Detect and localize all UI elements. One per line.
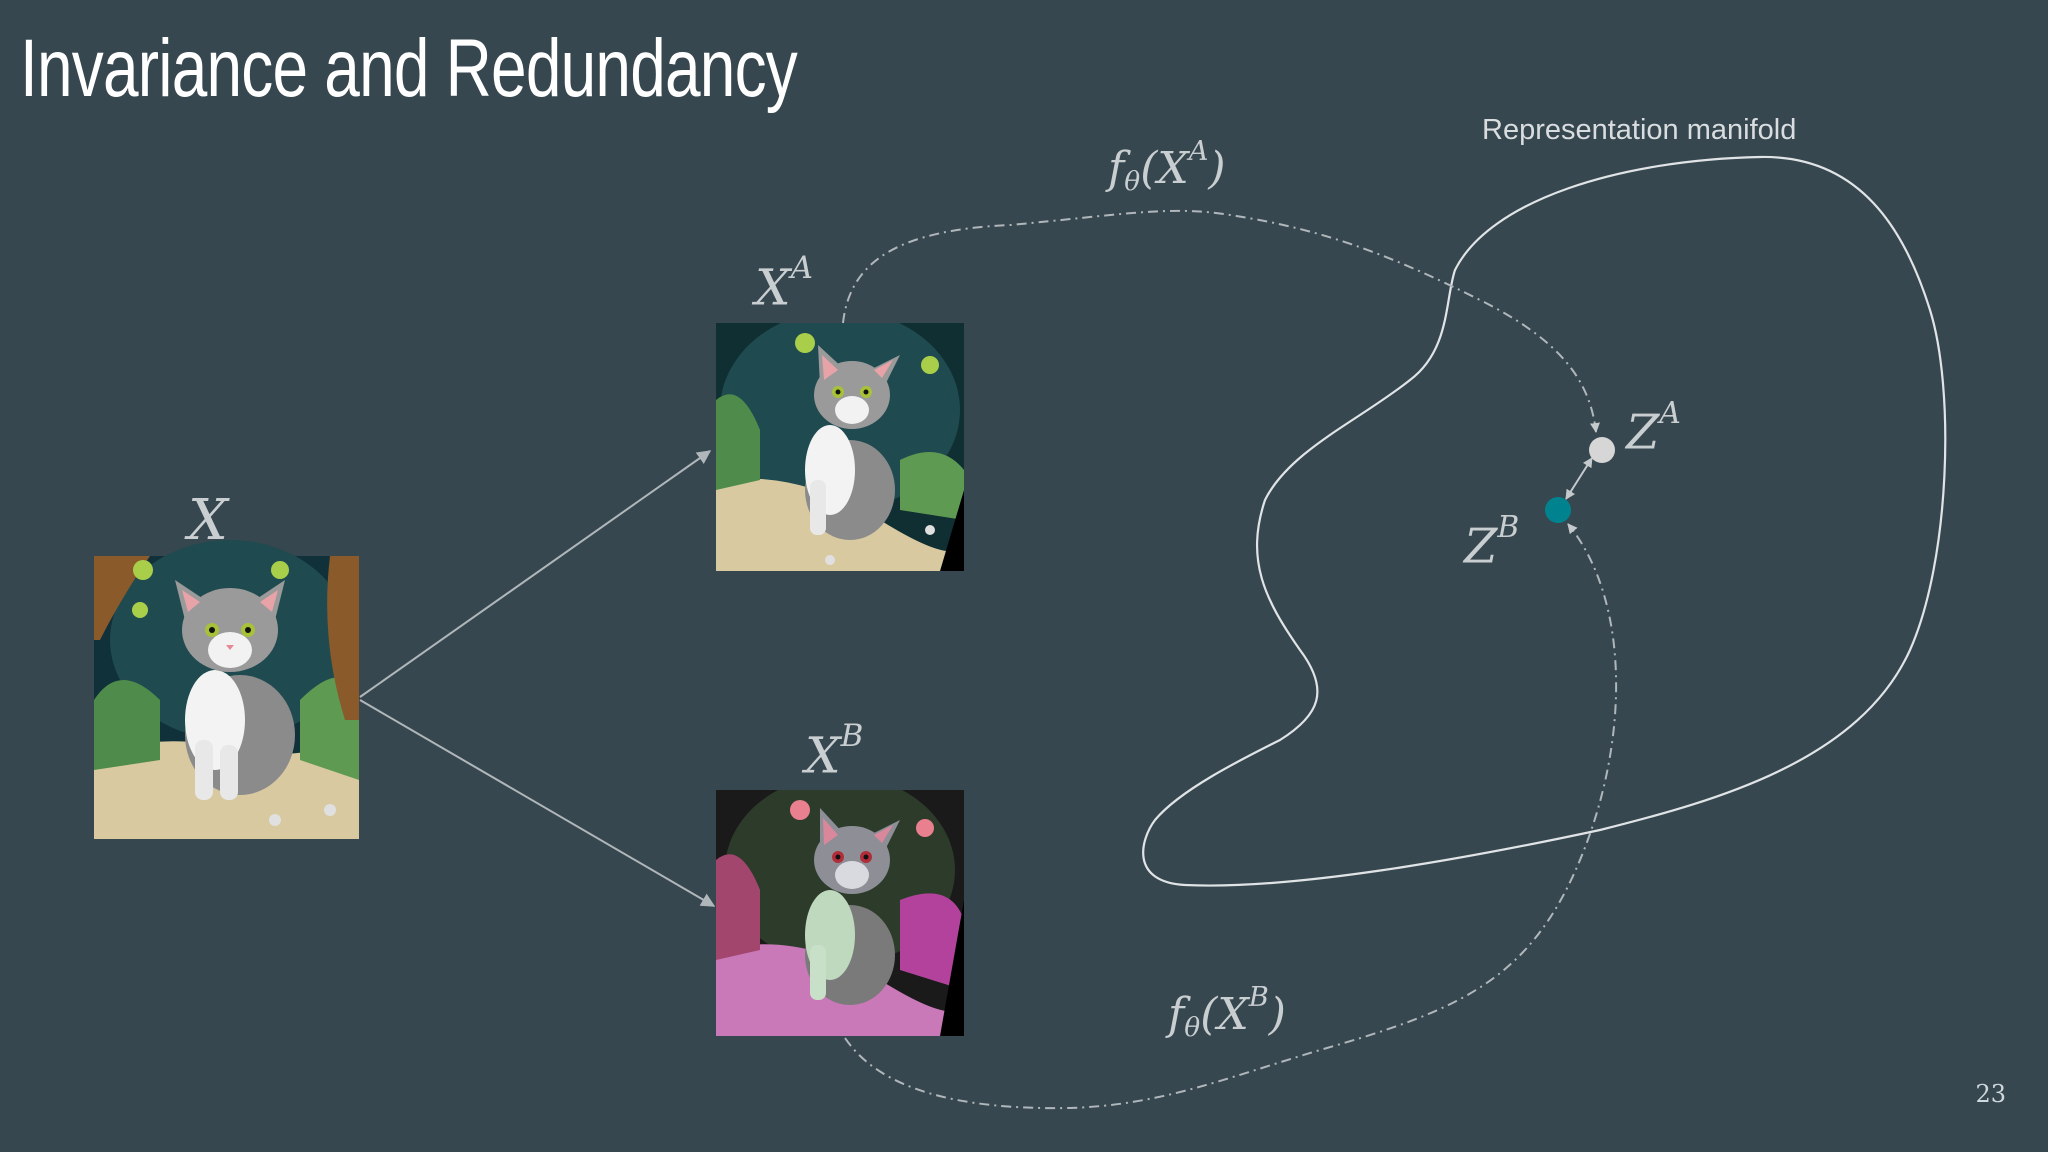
label-fa: fθ(XA) [1108,136,1226,197]
label-fb-f: f [1168,989,1185,1041]
representation-manifold-outline [1142,155,1947,887]
page-number: 23 [1975,1080,2006,1108]
label-fa-open: (X [1140,143,1189,195]
label-fa-sup: A [1188,136,1209,167]
augment-arrow-b [359,699,716,907]
slide-title: Invariance and Redundancy [20,23,798,114]
label-xb: XB [805,718,863,784]
label-x-text: X [188,488,228,553]
label-fa-f: f [1108,143,1125,195]
view-b-cat-image [716,790,964,1036]
label-zb-sup: B [1497,510,1520,545]
za-zb-link [1565,457,1593,500]
label-za-base: Z [1626,404,1660,461]
label-fb-sub: θ [1184,1011,1201,1043]
za-point [1589,437,1615,463]
label-fb-open: (X [1200,989,1249,1041]
label-fb: fθ(XB) [1168,982,1286,1043]
label-za: ZA [1626,396,1681,460]
label-fa-sub: θ [1124,165,1141,197]
label-xb-sup: B [840,718,864,754]
label-zb-base: Z [1464,518,1498,575]
manifold-label: Representation manifold [1482,114,1797,146]
zb-point [1545,497,1571,523]
label-xa: XA [755,250,813,316]
label-fb-close: ) [1268,989,1286,1041]
label-xa-base: X [755,258,791,317]
label-x: X [188,488,228,553]
label-za-sup: A [1659,396,1681,431]
label-fb-sup: B [1248,982,1269,1013]
label-zb: ZB [1464,510,1519,574]
view-a-cat-image [716,323,964,571]
original-cat-image [94,540,359,839]
encoder-path-a [842,209,1600,433]
augment-arrow-a [359,450,712,698]
label-xa-sup: A [790,250,813,286]
label-fa-close: ) [1208,143,1226,195]
label-xb-base: X [805,726,841,785]
